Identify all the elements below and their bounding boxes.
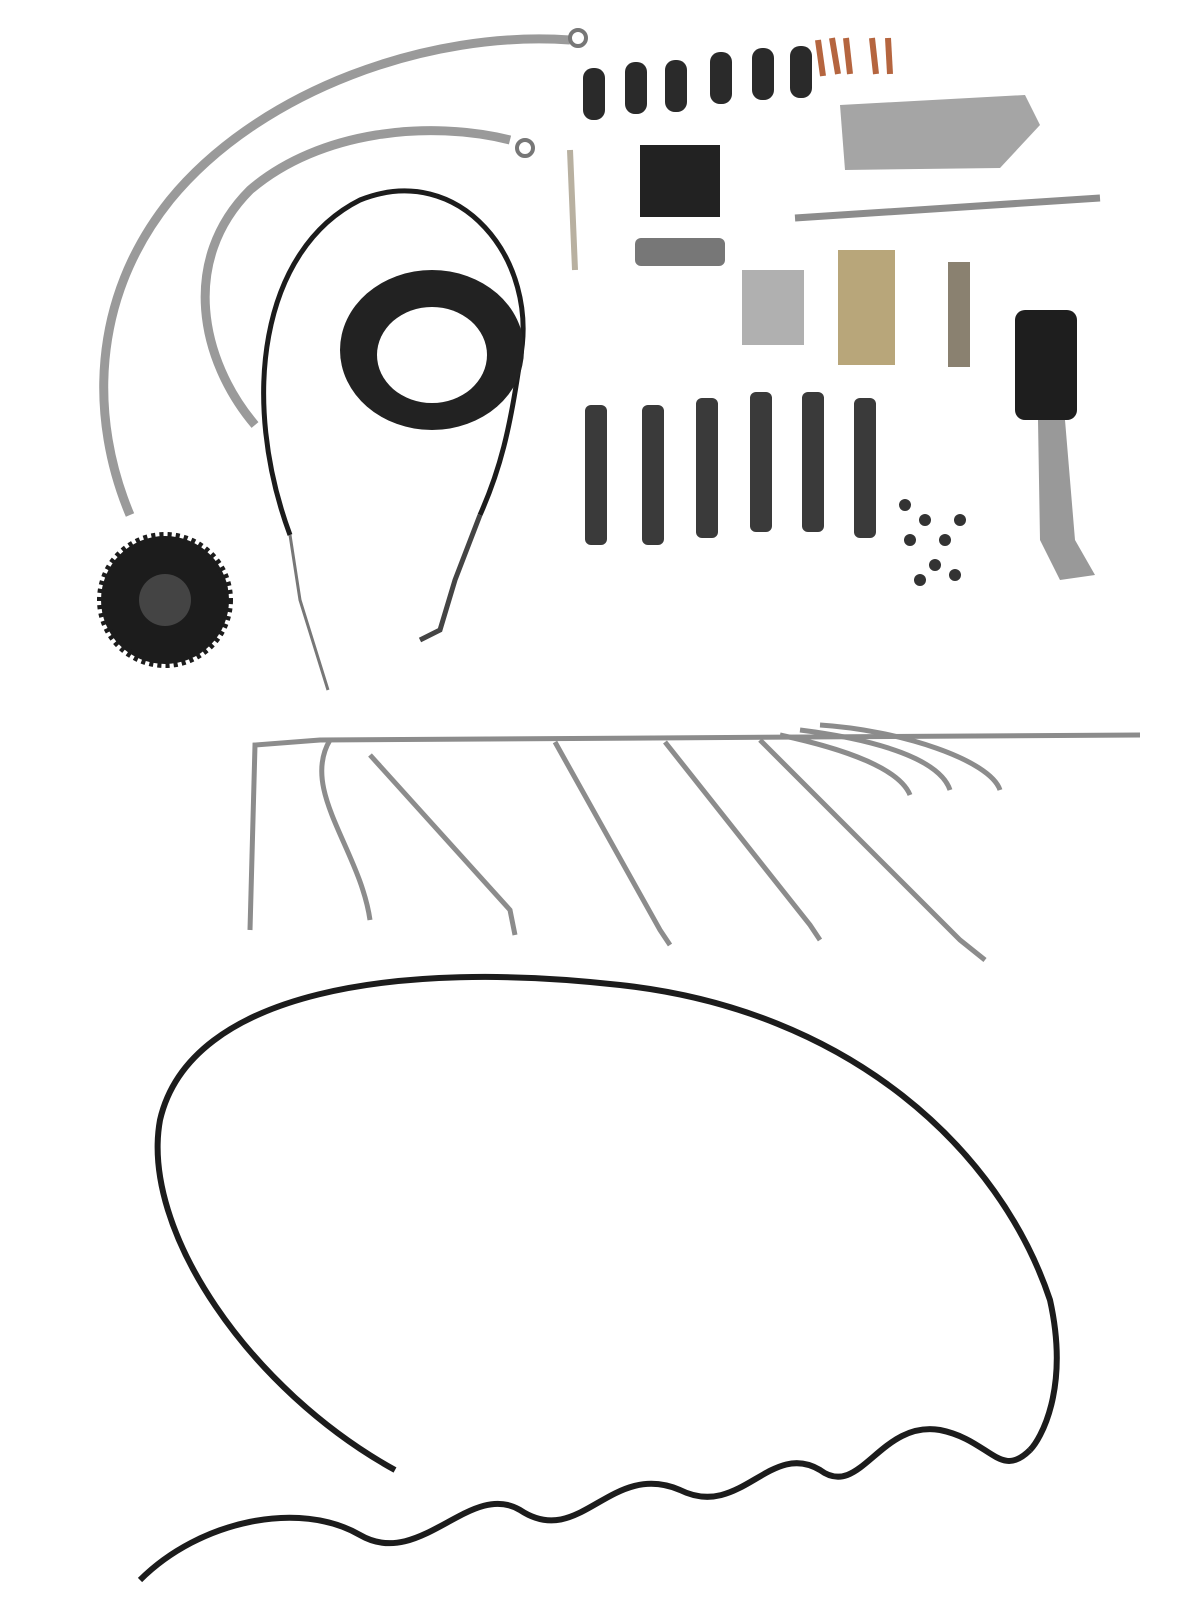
injection-lines <box>247 722 1141 962</box>
fuel-injectors <box>585 392 876 545</box>
latch <box>948 262 970 367</box>
timing-gear <box>97 532 233 668</box>
hinge-plate <box>742 270 804 345</box>
braided-hose-long <box>99 28 588 517</box>
throttle-cable <box>261 188 526 691</box>
control-rod <box>794 194 1101 222</box>
mounting-bracket <box>840 95 1040 170</box>
brass-bracket <box>838 250 895 365</box>
gaskets <box>583 46 812 120</box>
solenoid-valve <box>635 238 725 266</box>
copper-bolts <box>815 37 893 77</box>
studs <box>640 145 720 217</box>
braided-hose-short <box>200 126 535 428</box>
pin <box>567 149 578 271</box>
adapter-housing <box>340 270 524 430</box>
pedal <box>1015 310 1095 580</box>
fuel-return-line <box>137 973 1060 1583</box>
washers-seals <box>899 499 966 586</box>
